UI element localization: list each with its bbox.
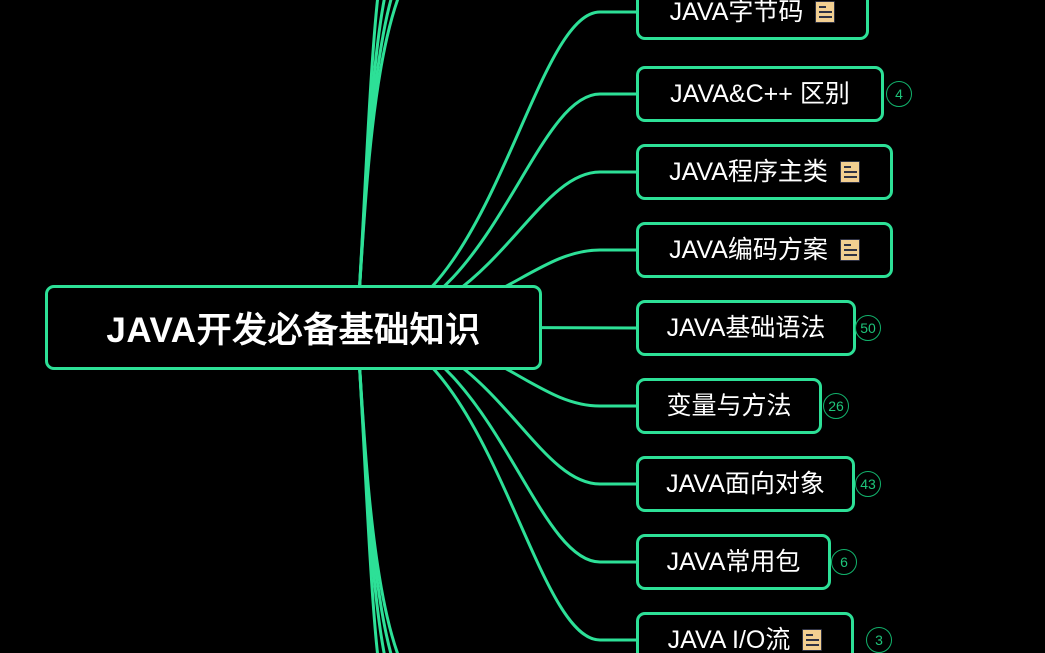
connector-curve — [355, 0, 380, 329]
child-count-badge[interactable]: 26 — [823, 393, 849, 419]
note-icon[interactable] — [802, 629, 823, 651]
child-node-label: JAVA基础语法 — [666, 313, 826, 342]
child-node-label: JAVA面向对象 — [666, 469, 825, 498]
connector-curve — [355, 325, 638, 642]
child-node[interactable]: 变量与方法 — [636, 378, 822, 434]
child-count-badge[interactable]: 3 — [866, 627, 892, 653]
root-node[interactable]: JAVA开发必备基础知识 — [45, 285, 542, 370]
child-node[interactable]: JAVA I/O流 — [636, 612, 854, 653]
child-node-content: JAVA面向对象 — [666, 469, 825, 498]
child-node[interactable]: JAVA程序主类 — [636, 144, 893, 200]
child-count-badge[interactable]: 6 — [831, 549, 857, 575]
root-node-label: JAVA开发必备基础知识 — [106, 311, 481, 350]
child-node[interactable]: JAVA字节码 — [636, 0, 869, 40]
child-node-label: JAVA I/O流 — [667, 625, 791, 653]
child-node[interactable]: JAVA编码方案 — [636, 222, 893, 278]
connector-curve — [355, 10, 638, 329]
child-node-label: 变量与方法 — [666, 391, 792, 420]
connector-curve — [355, 0, 393, 329]
child-node-content: JAVA字节码 — [670, 0, 836, 25]
connector-curve — [355, 325, 379, 653]
child-node-content: JAVA&C++ 区别 — [670, 79, 850, 108]
note-icon[interactable] — [839, 161, 860, 183]
child-node-content: JAVA基础语法 — [666, 313, 826, 342]
child-node-label: JAVA常用包 — [666, 547, 801, 576]
child-node-content: JAVA编码方案 — [669, 235, 860, 264]
child-node-label: JAVA&C++ 区别 — [670, 79, 850, 108]
connector-curve — [355, 0, 400, 329]
connector-curve — [355, 0, 386, 329]
child-node[interactable]: JAVA基础语法 — [636, 300, 856, 356]
child-count-badge[interactable]: 43 — [855, 471, 881, 497]
child-node-content: JAVA常用包 — [666, 547, 801, 576]
child-node-label: JAVA程序主类 — [669, 157, 828, 186]
child-node-content: JAVA程序主类 — [669, 157, 860, 186]
child-node-content: 变量与方法 — [666, 391, 792, 420]
child-node-content: JAVA I/O流 — [667, 625, 823, 653]
child-node[interactable]: JAVA常用包 — [636, 534, 831, 590]
child-node-label: JAVA字节码 — [669, 0, 804, 26]
child-count-badge[interactable]: 50 — [855, 315, 881, 341]
child-node-label: JAVA编码方案 — [669, 235, 828, 264]
connector-curve — [355, 325, 400, 653]
connector-curve — [355, 325, 386, 653]
note-icon[interactable] — [839, 239, 860, 261]
child-node[interactable]: JAVA&C++ 区别 — [636, 66, 884, 122]
note-icon[interactable] — [815, 1, 836, 23]
child-count-badge[interactable]: 4 — [886, 81, 912, 107]
connector-curve — [355, 325, 393, 653]
child-node[interactable]: JAVA面向对象 — [636, 456, 855, 512]
